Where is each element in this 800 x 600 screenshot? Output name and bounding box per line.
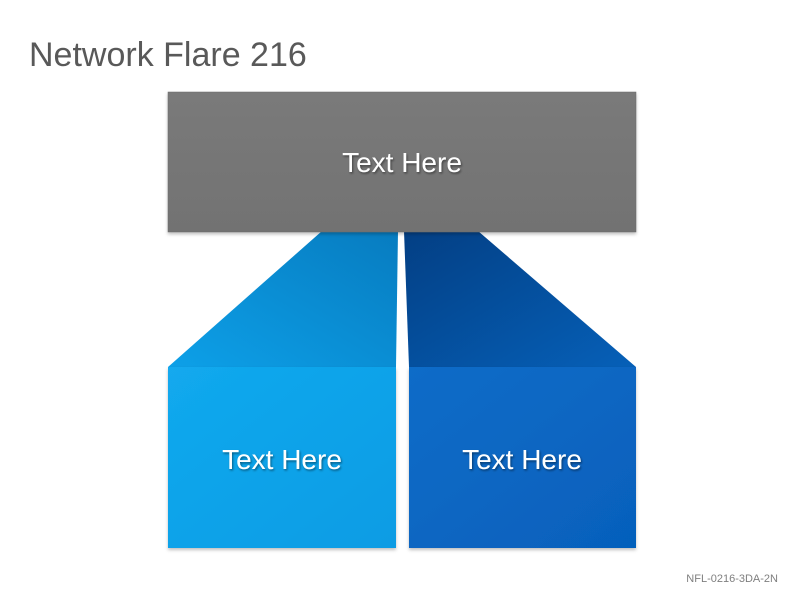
- top-box-label: Text Here: [342, 147, 462, 178]
- right-flare-connector: [404, 231, 636, 367]
- bottom-left-box-label: Text Here: [222, 444, 342, 475]
- bottom-right-box-label: Text Here: [462, 444, 582, 475]
- left-flare-connector: [168, 231, 398, 367]
- footer-code: NFL-0216-3DA-2N: [686, 573, 778, 585]
- slide-title: Network Flare 216: [29, 36, 307, 74]
- top-box[interactable]: Text Here: [167, 91, 637, 233]
- bottom-left-box[interactable]: Text Here: [168, 367, 396, 548]
- bottom-right-box[interactable]: Text Here: [409, 367, 636, 548]
